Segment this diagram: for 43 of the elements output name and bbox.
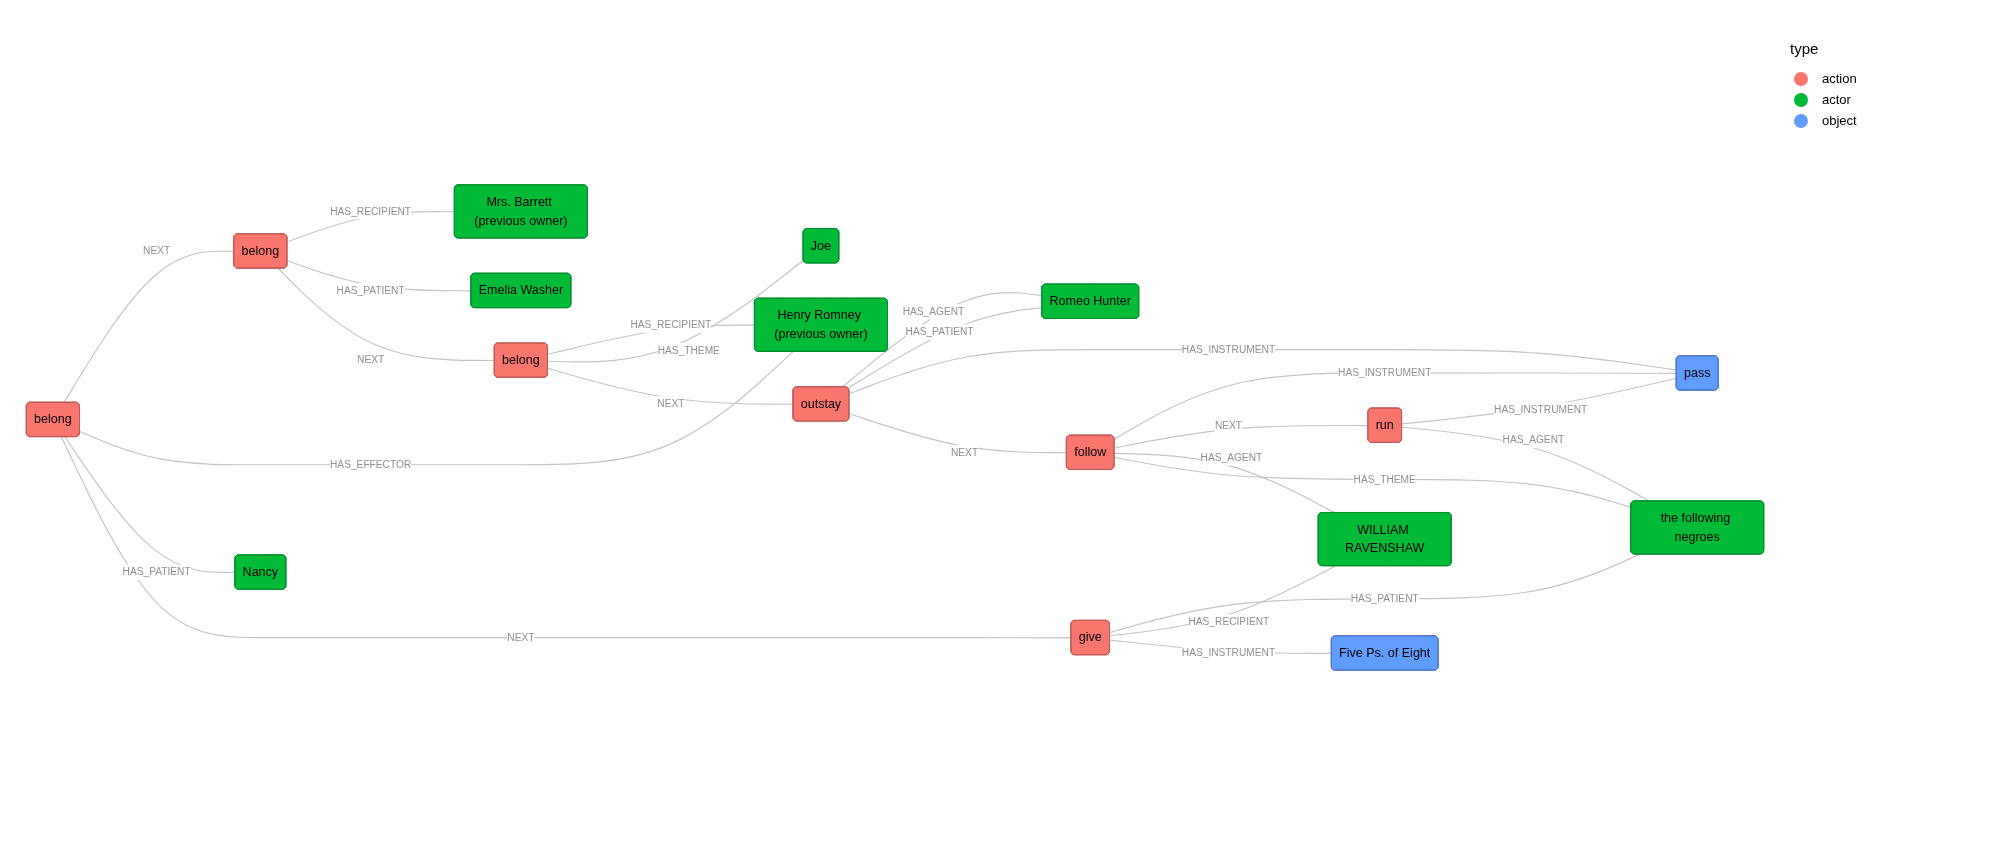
connector — [1109, 553, 1640, 634]
connector — [1113, 372, 1678, 440]
edge-label: HAS_EFFECTOR — [330, 458, 412, 471]
edge-label: HAS_RECIPIENT — [1188, 615, 1270, 628]
legend-label: actor — [1822, 92, 1851, 107]
connector — [277, 267, 496, 362]
legend-label: action — [1822, 71, 1857, 86]
edge-label: HAS_PATIENT — [905, 325, 974, 338]
connector — [1113, 424, 1369, 449]
connector — [79, 351, 794, 466]
edge-label: HAS_INSTRUMENT — [1494, 403, 1588, 416]
edge-label: HAS_PATIENT — [336, 284, 405, 297]
legend-title: type — [1790, 40, 1819, 57]
connector — [847, 307, 1043, 389]
connector — [60, 436, 1072, 639]
connector — [841, 291, 1043, 388]
edge-label: HAS_RECIPIENT — [630, 318, 712, 331]
edge-label: NEXT — [1214, 419, 1243, 431]
edge-label: HAS_AGENT — [902, 305, 965, 318]
edge-label: NEXT — [657, 397, 685, 410]
connector — [848, 413, 1068, 454]
edge-label: HAS_AGENT — [1200, 451, 1263, 464]
edge-label: HAS_AGENT — [1502, 433, 1565, 446]
edge-label: HAS_PATIENT — [122, 566, 191, 578]
edge-label: HAS_INSTRUMENT — [1181, 646, 1276, 659]
connector — [1401, 377, 1678, 425]
edge-label: HAS_INSTRUMENT — [1338, 366, 1432, 379]
edge-label: HAS_PATIENT — [1350, 592, 1419, 605]
edge-label: HAS_THEME — [657, 344, 720, 356]
connector — [848, 349, 1678, 395]
edge-label: NEXT — [507, 631, 535, 644]
connector — [1109, 565, 1336, 637]
edge-label: HAS_INSTRUMENT — [1181, 343, 1276, 356]
connector — [63, 250, 235, 404]
legend-label: object — [1822, 113, 1857, 128]
connector — [64, 436, 236, 574]
edge-label: NEXT — [357, 354, 385, 366]
edge-label: NEXT — [950, 446, 979, 458]
connector — [1113, 456, 1632, 508]
edge-label: NEXT — [143, 244, 171, 257]
connector — [547, 367, 794, 405]
edge-label: HAS_THEME — [1353, 473, 1416, 486]
edge-label: HAS_RECIPIENT — [330, 205, 412, 218]
